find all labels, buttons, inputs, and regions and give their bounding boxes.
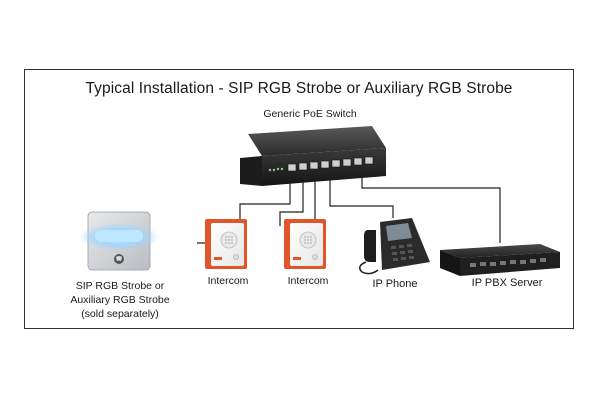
line-switch-to-pbx [361, 176, 501, 243]
strobe-label-line-2: Auxiliary RGB Strobe [70, 294, 170, 306]
line-switch-to-phone [329, 176, 394, 218]
intercom-2-icon [284, 219, 326, 269]
switch-label: Generic PoE Switch [263, 108, 357, 120]
intercom-1-icon [205, 219, 247, 269]
strobe-label-line-1: SIP RGB Strobe or [75, 280, 165, 292]
intercom-1-label: Intercom [196, 274, 260, 288]
intercom-1-label-text: Intercom [207, 275, 249, 287]
diagram-frame [24, 69, 574, 329]
pbx-server-label: IP PBX Server [460, 276, 554, 290]
ip-phone-label: IP Phone [360, 277, 430, 291]
intercom-2-label-text: Intercom [287, 275, 329, 287]
rgb-strobe-icon [79, 211, 159, 271]
diagram-title: Typical Installation - SIP RGB Strobe or… [85, 80, 513, 97]
ip-phone-label-text: IP Phone [372, 278, 418, 290]
network-switch-icon [240, 126, 386, 186]
ip-phone-icon [359, 218, 430, 275]
strobe-label: SIP RGB Strobe or Auxiliary RGB Strobe (… [50, 279, 190, 321]
pbx-server-icon [440, 244, 560, 276]
line-switch-to-intercom-1 [279, 176, 304, 226]
strobe-label-line-3: (sold separately) [81, 308, 159, 320]
pbx-server-label-text: IP PBX Server [471, 277, 543, 289]
intercom-2-label: Intercom [276, 274, 340, 288]
